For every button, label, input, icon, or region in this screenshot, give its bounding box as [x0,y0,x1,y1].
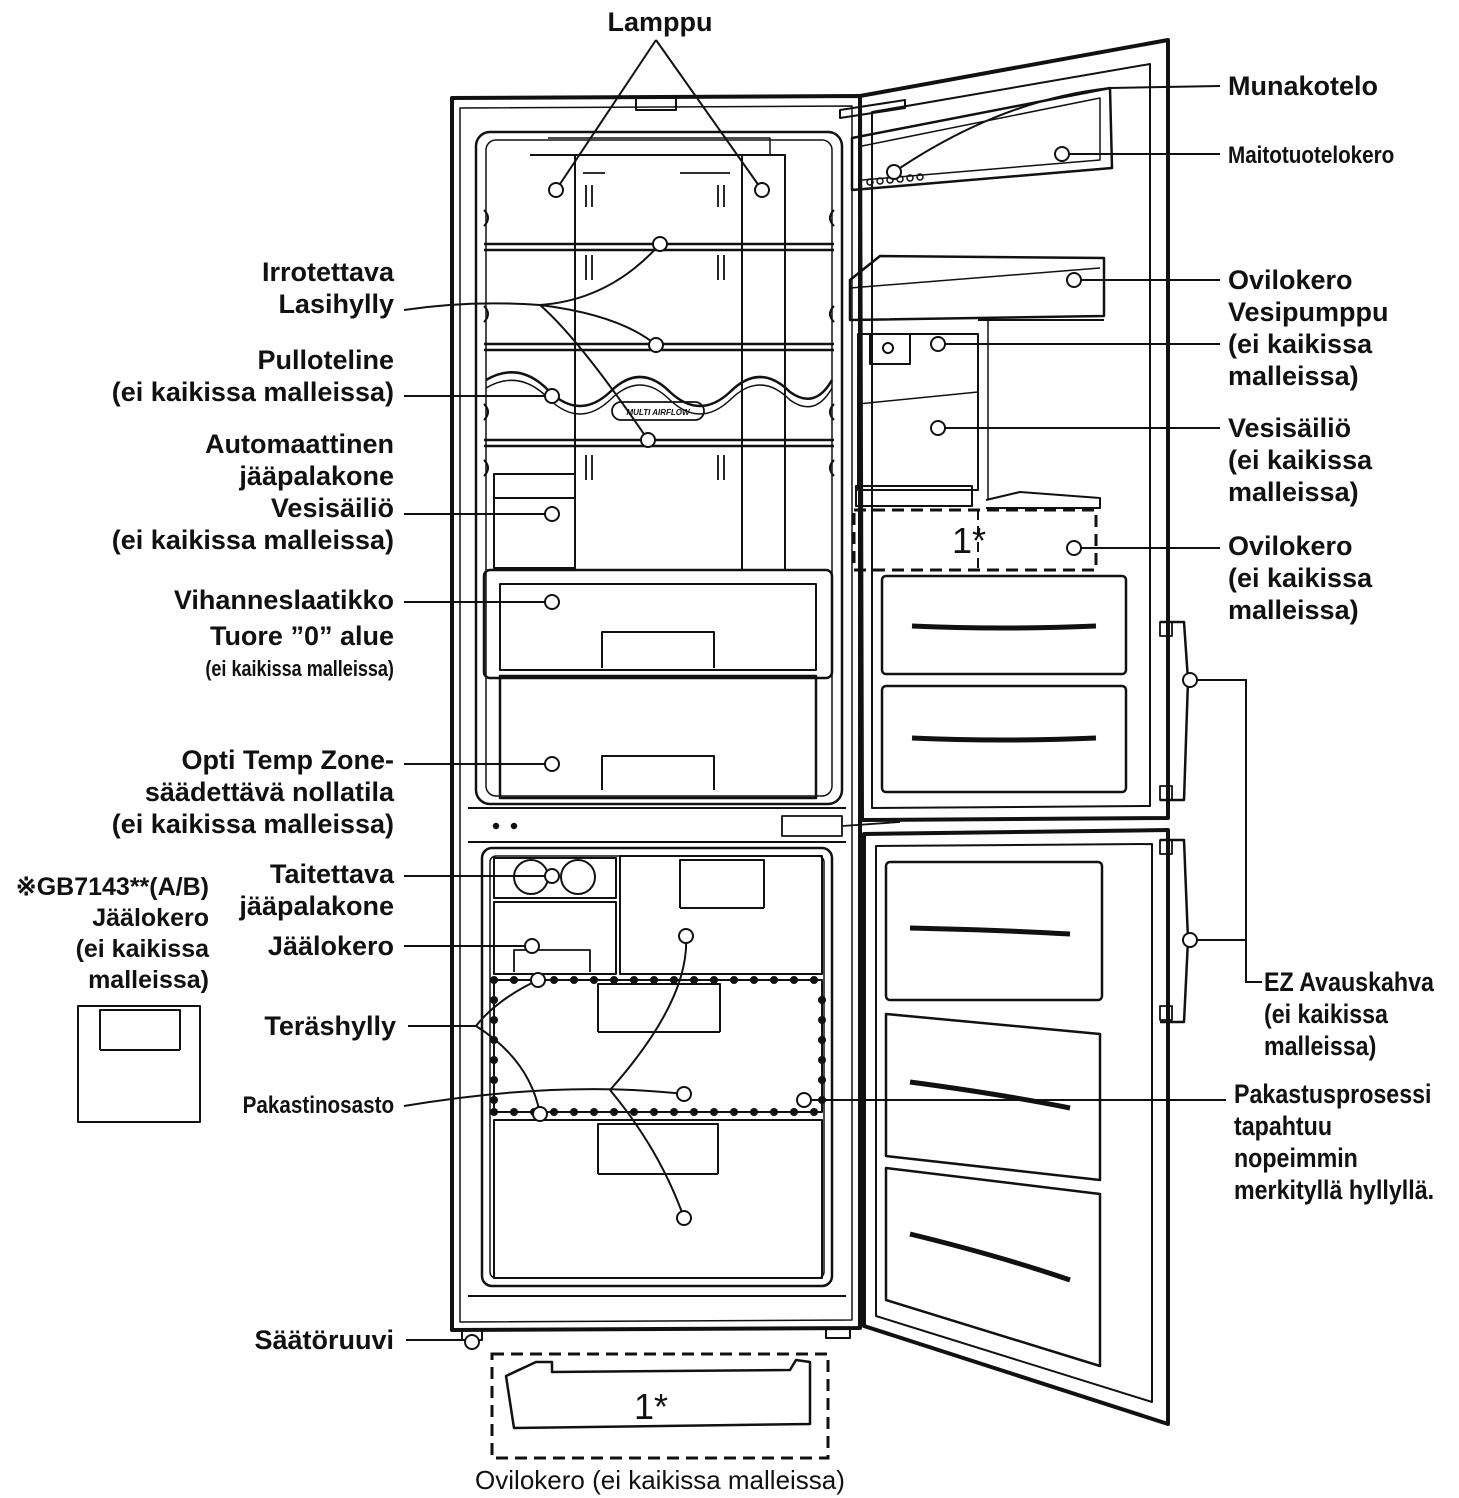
leader-ez [1190,679,1262,983]
label-jaalokero: Jäälokero [267,931,394,961]
shelf-dot [550,1108,558,1116]
gb-ice-box [77,1005,201,1123]
label-tuore-note: (ei kaikissa malleissa) [205,656,394,681]
freezer-door [862,828,1170,1426]
shelf-dot [730,976,738,984]
label-irrotettava: Irrotettava Lasihylly [261,257,394,319]
shelf-dot [670,976,678,984]
shelf-dot [630,1108,638,1116]
water-tank [493,473,576,569]
shelf-dot [590,976,598,984]
footnote-mark-bottom: 1* [634,1386,669,1427]
label-terashylly: Teräshylly [264,1011,396,1041]
multi-airflow-text: MULTI AIRFLOW [626,408,691,417]
label-ovilokero-right: Ovilokero (ei kaikissa malleissa) [1228,531,1373,625]
leader-ovilokero-vesipumppu [938,279,1220,345]
freezer-compartment [480,846,834,1288]
label-maitotuotelokero: Maitotuotelokero [1228,142,1395,169]
shelf-dot [490,1108,498,1116]
shelf-dot [490,1096,498,1104]
leader-terashylly [408,979,541,1115]
label-munakotelo: Munakotelo [1228,71,1379,101]
shelf-dot [818,1056,826,1064]
label-pakastinosasto: Pakastinosasto [242,1092,394,1119]
shelf-dot [570,976,578,984]
fridge-compartment [474,130,844,806]
steel-shelf-dots [490,976,826,1116]
shelf-dot [790,1108,798,1116]
bottom-door-bin [504,1358,812,1430]
label-pulloteline: Pulloteline (ei kaikissa malleissa) [111,345,394,407]
shelf-dot [610,1108,618,1116]
shelf-dot [670,1108,678,1116]
shelf-dot [570,1108,578,1116]
shelf-dot [490,996,498,1004]
shelf-dot [650,1108,658,1116]
shelf-dot [790,976,798,984]
shelf-dot [818,996,826,1004]
lower-handle [1160,838,1190,1024]
vegetable-drawer [482,568,834,680]
shelf-dot [510,976,518,984]
shelf-dot [710,976,718,984]
label-ez-avauskahva: EZ Avauskahva (ei kaikissa malleissa) [1264,967,1434,1061]
leader-lamppu [555,39,763,191]
freezer-drawer [493,1119,823,1279]
label-tuore: Tuore ”0” alue [209,621,394,651]
label-ovilokero-vesipumppu: Ovilokero Vesipumppu (ei kaikissa mallei… [1228,265,1389,391]
label-opti: Opti Temp Zone- säädettävä nollatila (ei… [111,745,394,839]
shelf-dot [490,1056,498,1064]
cabinet-outline [450,94,862,1332]
shelf-dot [818,1016,826,1024]
label-ovilokero-bottom: Ovilokero (ei kaikissa malleissa) [475,1465,845,1495]
shelf-dot [490,1076,498,1084]
shelf-dot [750,1108,758,1116]
fridge-door [858,38,1170,822]
leader-pakastinosasto [403,935,688,1219]
label-pakastusprosessi: Pakastusprosessi tapahtuu nopeimmin merk… [1234,1079,1435,1205]
shelf-dot [650,976,658,984]
shelf-dot [550,976,558,984]
shelf-dot [710,1108,718,1116]
opti-temp-drawer [498,674,818,800]
shelf-dot [770,976,778,984]
label-vihanneslaatikko: Vihanneslaatikko [173,585,394,615]
label-gb-model: ※GB7143**(A/B) Jäälokero (ei kaikissa ma… [15,873,209,994]
footnote-mark-door: 1* [952,520,987,561]
door-bin [848,254,1106,322]
shelf-dot [510,1108,518,1116]
upper-handle [1160,620,1190,802]
twist-ice-maker [493,857,617,899]
shelf-dot [690,1108,698,1116]
shelf-dot [810,976,818,984]
shelf-dot [818,1076,826,1084]
shelf-dot [770,1108,778,1116]
dairy-compartment [850,86,1114,192]
label-taitettava: Taitettava jääpalakone [239,859,394,921]
label-lamppu: Lamppu [607,7,713,37]
shelf-dot [490,976,498,984]
shelf-dot [750,976,758,984]
shelf-dot [490,1016,498,1024]
shelf-dot [630,976,638,984]
leader-lasihylly [403,243,661,441]
label-vesisailio-right: Vesisäiliö (ei kaikissa malleissa) [1228,413,1373,507]
shelf-dot [690,976,698,984]
shelf-dot [810,1108,818,1116]
shelf-dot [590,1108,598,1116]
shelf-dot [730,1108,738,1116]
label-automaattinen: Automaattinen jääpalakone Vesisäiliö (ei… [111,429,394,555]
shelf-dot [610,976,618,984]
leader-munakotelo [893,85,1221,173]
label-saatoruuvi: Säätöruuvi [254,1325,394,1355]
ice-bin [493,901,617,975]
shelf-dot [818,1036,826,1044]
